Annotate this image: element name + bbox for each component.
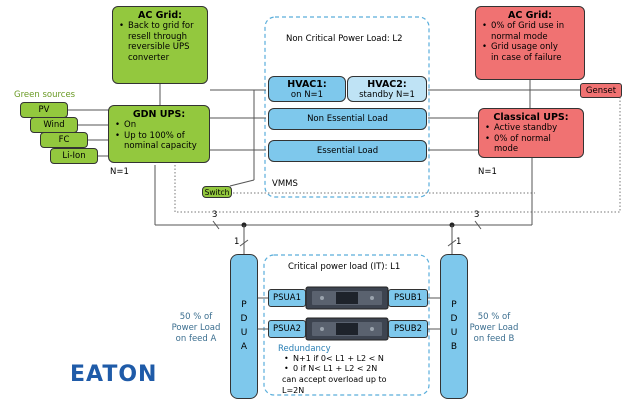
feed-b-note-line: on feed B — [473, 334, 515, 344]
vmms-label: VMMS — [272, 179, 298, 189]
source-pv[interactable]: PV — [20, 102, 68, 118]
hvac2-sub: standby N=1 — [359, 90, 415, 100]
classical-ups-title: Classical UPS: — [493, 112, 569, 123]
gdn-ups-item: Up to 100% of — [113, 131, 205, 142]
feed-a-count: 1 — [234, 237, 240, 247]
critical-title: Critical power load (IT): L1 — [288, 262, 401, 272]
redundancy-item: 0 if N< L1 + L2 < 2N — [282, 364, 384, 374]
eaton-logo: EATON — [70, 362, 158, 387]
classical-ups-n: N=1 — [478, 167, 497, 177]
pdu-a-letter: U — [240, 328, 248, 338]
gdn-ups-title: GDN UPS: — [132, 109, 186, 120]
feed-a-note: 50 % of Power Load on feed A — [164, 312, 228, 345]
ac-grid-left-item: resell through — [128, 31, 188, 42]
bus-count-right: 3 — [474, 210, 480, 220]
gdn-ups-box[interactable]: GDN UPS: On Up to 100% of nominal capaci… — [108, 105, 210, 163]
server-bottom — [305, 317, 389, 341]
pdu-b-letter: D — [450, 314, 458, 324]
feed-b-note: 50 % of Power Load on feed B — [462, 312, 526, 345]
ac-grid-left-list: Back to grid for resell through reversib… — [117, 21, 203, 63]
source-wind[interactable]: Wind — [30, 117, 78, 133]
redundancy-cont-1: can accept overload up to — [282, 375, 387, 384]
critical-region — [263, 254, 430, 396]
ac-grid-right-title: AC Grid: — [508, 10, 552, 21]
feed-b-note-line: 50 % of — [477, 312, 511, 322]
ac-grid-right-item: normal mode — [491, 31, 548, 42]
pdu-b-letter: B — [450, 342, 458, 352]
feed-a-note-line: on feed A — [175, 334, 217, 344]
ac-grid-right-item: in case of failure — [491, 52, 562, 63]
gdn-ups-list: On Up to 100% of nominal capacity — [113, 120, 205, 152]
hvac1-box[interactable]: HVAC1: on N=1 — [268, 76, 346, 102]
hvac2-title: HVAC2: — [367, 79, 407, 90]
classical-ups-item: Active standby — [483, 123, 579, 134]
pdu-a-letter: P — [241, 300, 247, 310]
feed-a-note-line: 50 % of — [179, 312, 213, 322]
psu-b1[interactable]: PSUB1 — [388, 289, 428, 307]
ac-grid-right-item: 0% of Grid use in — [480, 21, 580, 32]
classical-ups-item: 0% of normal — [483, 134, 579, 145]
classical-ups-item: mode — [494, 144, 519, 154]
green-sources-label: Green sources — [14, 90, 76, 100]
gdn-ups-n: N=1 — [110, 167, 129, 177]
switch-link — [229, 179, 255, 187]
ac-grid-left-item: reversible UPS — [128, 42, 190, 52]
essential-load[interactable]: Essential Load — [268, 140, 427, 162]
gdn-ups-item: nominal capacity — [124, 141, 197, 151]
pdu-b-letter: U — [450, 328, 458, 338]
pdu-a-letter: D — [240, 314, 248, 324]
ac-grid-right-list: 0% of Grid use in normal mode Grid usage… — [480, 21, 580, 63]
server-top — [305, 286, 389, 310]
feed-b-note-line: Power Load — [469, 323, 519, 333]
hvac2-box[interactable]: HVAC2: standby N=1 — [347, 76, 427, 102]
source-fc[interactable]: FC — [40, 132, 88, 148]
ac-grid-left-item: Back to grid for — [117, 21, 203, 32]
source-li-ion[interactable]: Li-Ion — [50, 148, 98, 164]
non-essential-load[interactable]: Non Essential Load — [268, 108, 427, 130]
pdu-b-label: P D U B — [440, 298, 468, 354]
non-critical-title: Non Critical Power Load: L2 — [286, 34, 403, 44]
bus-count-left: 3 — [212, 210, 218, 220]
ac-grid-left-title: AC Grid: — [138, 10, 182, 21]
redundancy-list: N+1 if 0< L1 + L2 < N 0 if N< L1 + L2 < … — [282, 354, 384, 374]
ac-grid-left-item: converter — [128, 52, 170, 63]
ac-grid-right-item: Grid usage only — [480, 42, 580, 53]
genset-box[interactable]: Genset — [580, 83, 622, 98]
redundancy-title: Redundancy — [278, 344, 331, 354]
psu-b2[interactable]: PSUB2 — [388, 320, 428, 338]
pdu-b-box[interactable] — [440, 254, 468, 399]
classical-ups-box[interactable]: Classical UPS: Active standby 0% of norm… — [478, 108, 584, 158]
psu-a1[interactable]: PSUA1 — [268, 289, 306, 307]
hvac1-title: HVAC1: — [287, 79, 327, 90]
ac-grid-right-box: AC Grid: 0% of Grid use in normal mode G… — [475, 6, 585, 80]
redundancy-item: N+1 if 0< L1 + L2 < N — [282, 354, 384, 364]
classical-ups-list: Active standby 0% of normal mode — [483, 123, 579, 155]
switch-box[interactable]: Switch — [202, 186, 232, 198]
ac-grid-left-box: AC Grid: Back to grid for resell through… — [112, 6, 208, 84]
non-critical-region — [264, 16, 430, 198]
pdu-a-label: P D U A — [230, 298, 258, 354]
gdn-ups-item: On — [113, 120, 205, 131]
pdu-a-letter: A — [240, 342, 248, 352]
feed-a-note-line: Power Load — [171, 323, 221, 333]
pdu-b-letter: P — [451, 300, 457, 310]
feed-b-count: 1 — [456, 237, 462, 247]
pdu-a-box[interactable] — [230, 254, 258, 399]
hvac1-sub: on N=1 — [290, 90, 324, 100]
psu-a2[interactable]: PSUA2 — [268, 320, 306, 338]
redundancy-cont-2: L=2N — [282, 386, 305, 395]
